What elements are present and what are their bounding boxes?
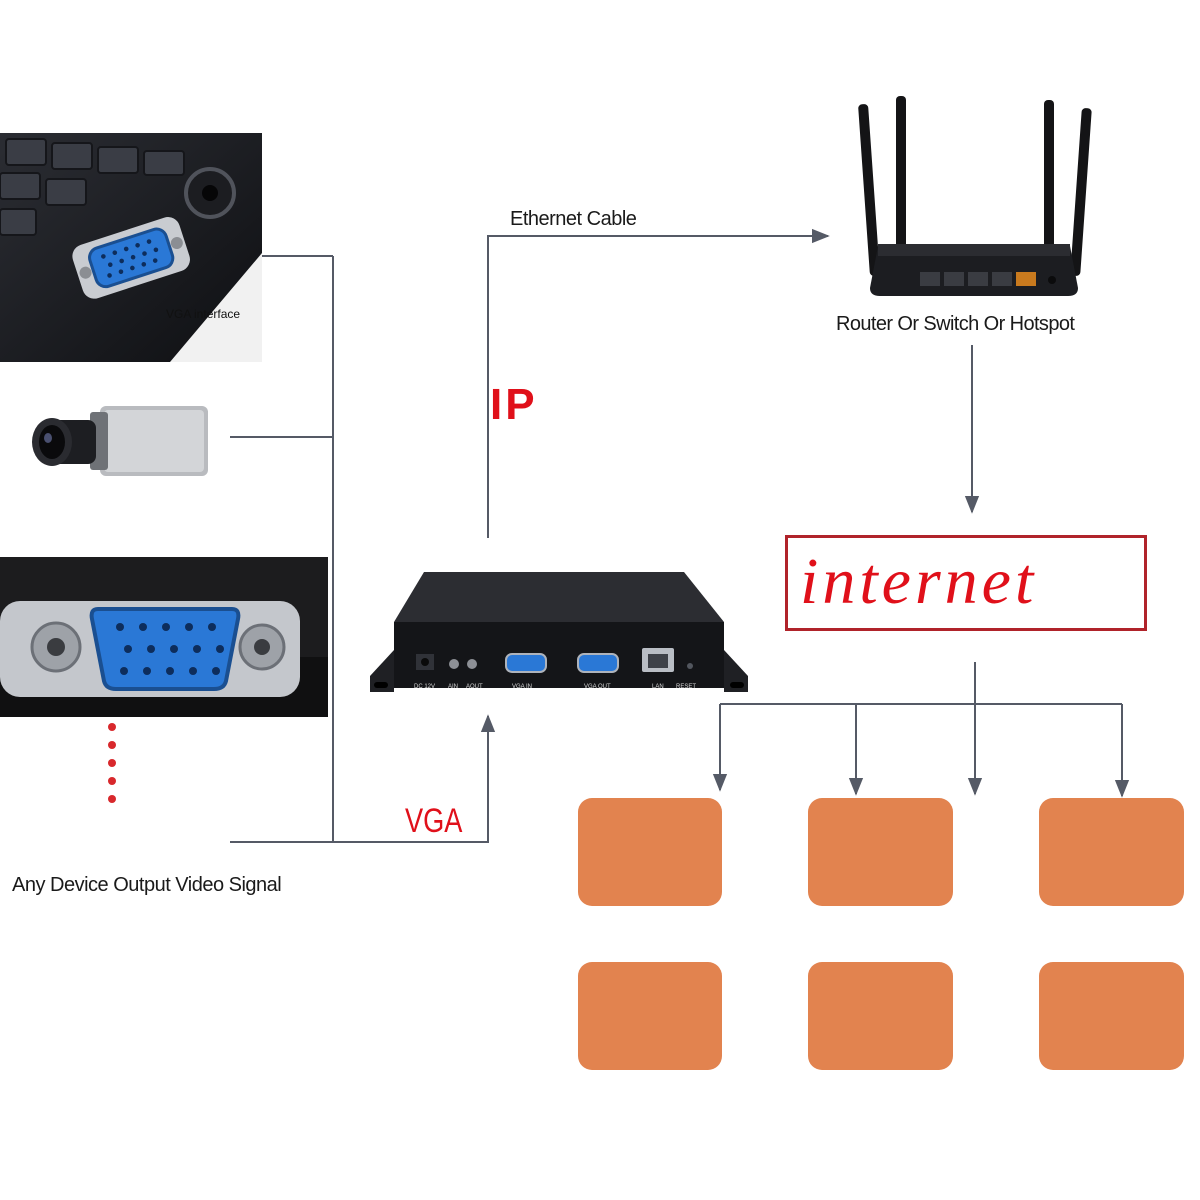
router-label: Router Or Switch Or Hotspot <box>836 313 1075 335</box>
router-device <box>856 96 1092 302</box>
client-tile-5 <box>808 962 953 1070</box>
internet-label: internet <box>800 545 1038 618</box>
ethernet-cable-label: Ethernet Cable <box>510 208 637 230</box>
vga-port-photo <box>0 557 328 717</box>
port-label-vga-in: VGA IN <box>512 684 532 690</box>
ip-label: IP <box>490 380 538 429</box>
cctv-camera-photo <box>30 398 212 486</box>
port-label-vga-out: VGA OUT <box>584 684 611 690</box>
any-device-label: Any Device Output Video Signal <box>12 874 282 896</box>
laptop-vga-photo: VGA interface <box>0 133 262 362</box>
vga-wire <box>230 714 496 843</box>
port-label-ain: AIN <box>448 684 458 690</box>
vga-label: VGA <box>405 802 463 840</box>
client-tile-1 <box>578 798 722 906</box>
client-tile-4 <box>578 962 722 1070</box>
ethernet-wire <box>487 228 830 538</box>
client-tile-6 <box>1039 962 1184 1070</box>
port-label-aout: AOUT <box>466 684 483 690</box>
more-devices-dots <box>108 723 116 803</box>
client-tile-3 <box>1039 798 1184 906</box>
port-label-reset: RESET <box>676 684 696 690</box>
port-label-dc: DC 12V <box>414 684 435 690</box>
client-tile-2 <box>808 798 953 906</box>
encoder-device: DC 12V AIN AOUT VGA IN VGA OUT LAN RESET <box>366 570 756 702</box>
vga-interface-label: VGA interface <box>166 307 241 321</box>
port-label-lan: LAN <box>652 684 664 690</box>
internet-box: internet <box>785 535 1147 631</box>
encoder-port-labels: DC 12V AIN AOUT VGA IN VGA OUT LAN RESET <box>414 684 696 690</box>
